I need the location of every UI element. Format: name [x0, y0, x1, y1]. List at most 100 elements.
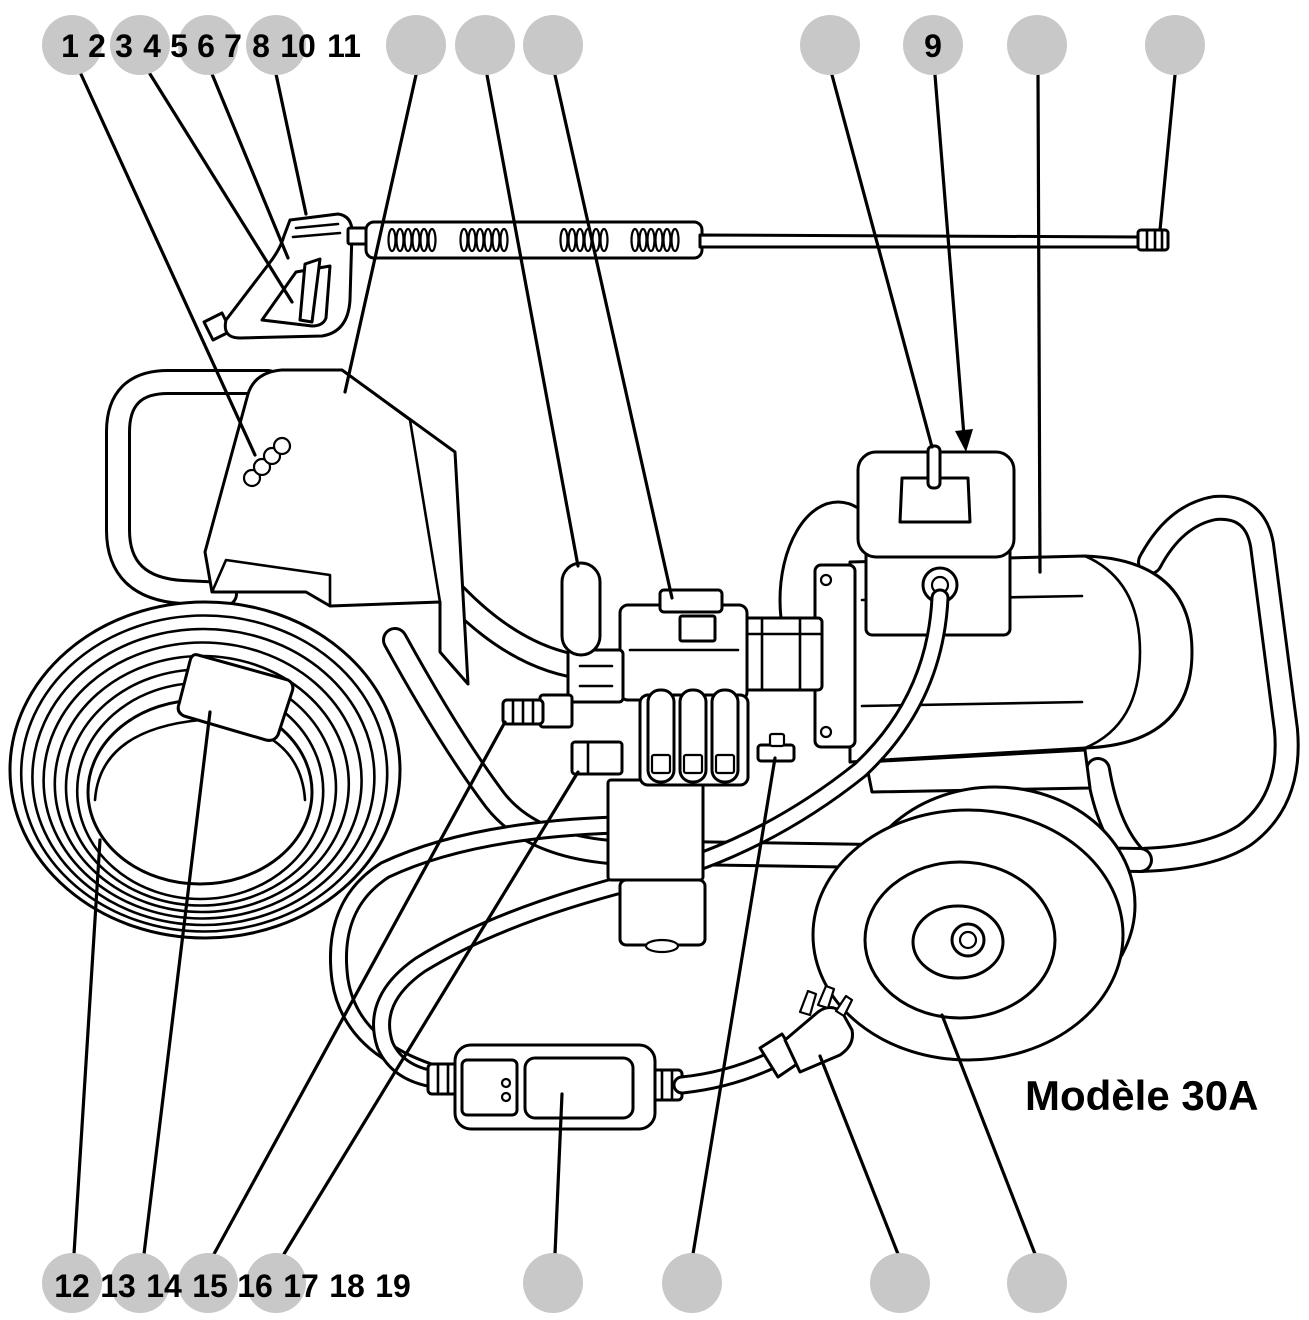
leader-line-outlet [282, 770, 580, 1256]
leader-line-hose [72, 838, 102, 1256]
leader-line-switch-box-arrow [933, 73, 966, 438]
callout-circle-nine [903, 15, 963, 75]
callout-circle [523, 15, 583, 75]
right-handle-tube-fill [1130, 497, 1297, 870]
gfci-left-collar-ridges [436, 1062, 450, 1096]
wand-grip-ridge [567, 227, 577, 253]
unloader-valve-detail [578, 664, 614, 688]
wand-grip-ridge [411, 227, 421, 253]
callout-numbers-top: 1 2 3 4 5 6 7 8 10 11 9 [61, 28, 942, 64]
hose-tag [176, 653, 295, 742]
accumulator [560, 561, 602, 657]
hose-coil-ring [31, 627, 376, 927]
wand-nozzle-tip-ridges [1145, 228, 1164, 252]
nozzle-holder-2 [252, 457, 272, 477]
wand-grip-ridge [427, 227, 437, 253]
leader-line-oil-cap [553, 73, 674, 600]
callout-numbers-bottom: 12 13 14 15 16 17 18 19 [54, 1268, 411, 1304]
plug-prong-3 [834, 994, 854, 1018]
nozzle-holder-4 [272, 436, 292, 456]
leader-line-gfci [553, 1092, 564, 1256]
callout-number: 18 [329, 1268, 365, 1304]
wand-grip-ridge [654, 227, 664, 253]
callout-circle [386, 15, 446, 75]
switch-plate [898, 476, 972, 524]
leader-lines-bottom [72, 710, 1037, 1256]
hose-coil-ring [19, 614, 389, 933]
callout-circle [178, 1253, 238, 1313]
gfci-right-collar-ridges [660, 1068, 674, 1102]
nozzle-holder-1 [242, 468, 262, 488]
nozzle-set [242, 436, 292, 488]
callout-circle [42, 1253, 102, 1313]
callout-circle [455, 15, 515, 75]
callout-number: 14 [146, 1268, 182, 1304]
power-switch-toggle [926, 444, 942, 490]
leader-line-switch [830, 73, 934, 449]
pump-cylinder-nut-1 [650, 753, 672, 775]
leader-line-gun-top [274, 72, 308, 216]
wand-grip-ridge [599, 227, 609, 253]
wand-grip-pattern [387, 227, 680, 253]
motor-pump-coupling [740, 616, 824, 692]
motor-flange-bolt-top [819, 573, 833, 587]
wand-grip-ridge [387, 227, 397, 253]
pump-base-nut [644, 938, 680, 954]
callout-number: 7 [224, 28, 242, 64]
callout-circle [246, 1253, 306, 1313]
water-inlet-hex [538, 693, 574, 729]
gfci-indicator-light-top [500, 1077, 512, 1089]
wand-grip-ridge [638, 227, 648, 253]
callout-circle [800, 15, 860, 75]
motor-foot [864, 748, 1092, 794]
wand-grip-ridge [483, 227, 493, 253]
spray-wand [364, 220, 1170, 260]
arrowhead-switch-box [955, 429, 973, 452]
callout-number-nine: 9 [924, 28, 942, 64]
wand-grip-ridge [475, 227, 485, 253]
callout-circle [110, 15, 170, 75]
leader-line-gun-grip [210, 72, 290, 260]
gfci-indicator-light-bottom [500, 1091, 512, 1103]
high-pressure-outlet [570, 740, 624, 776]
gfci-test-reset-button [523, 1056, 635, 1120]
leader-line-plug [818, 1054, 900, 1256]
power-plug [758, 984, 854, 1079]
wheel [811, 785, 1137, 1062]
lower-frame-tube-fill [385, 630, 1150, 870]
motor-end-bell [1083, 554, 1142, 750]
callout-number: 6 [197, 28, 215, 64]
push-handle-tube-fill [108, 372, 278, 604]
callout-number: 3 [115, 28, 133, 64]
wand-grip-ridge [499, 227, 509, 253]
leader-line-nozzle-tip [1158, 73, 1177, 232]
hose-coil [8, 600, 402, 940]
wand-nozzle-tip [1136, 228, 1170, 252]
callout-circles-bottom [42, 1253, 1067, 1313]
wand-grip-ridge [419, 227, 429, 253]
pump-oil-cap [658, 588, 724, 614]
wand-grip-ridge [646, 227, 656, 253]
callout-circle [870, 1253, 930, 1313]
leader-line-trigger [148, 72, 294, 304]
cable-lower-loop [328, 815, 625, 1082]
wand-grip-ridge [403, 227, 413, 253]
callout-number: 19 [375, 1268, 411, 1304]
wand-grip-ridge [670, 227, 680, 253]
wand-grip-ridge [491, 227, 501, 253]
callout-number: 17 [283, 1268, 319, 1304]
pressure-relief-nipple [768, 732, 786, 748]
callout-number: 10 [280, 28, 316, 64]
callout-circle [1145, 15, 1205, 75]
pump-cylinder-nut-2 [682, 753, 704, 775]
gfci-device [426, 1043, 684, 1131]
motor-flange-bolt-bottom [819, 725, 833, 739]
model-label: Modèle 30A [1025, 1072, 1258, 1119]
callout-number: 12 [54, 1268, 90, 1304]
leader-line-motor [1036, 73, 1042, 574]
callout-circle [662, 1253, 722, 1313]
callout-circle [1007, 1253, 1067, 1313]
callout-number: 11 [327, 28, 361, 64]
spray-gun-trigger [298, 257, 322, 324]
